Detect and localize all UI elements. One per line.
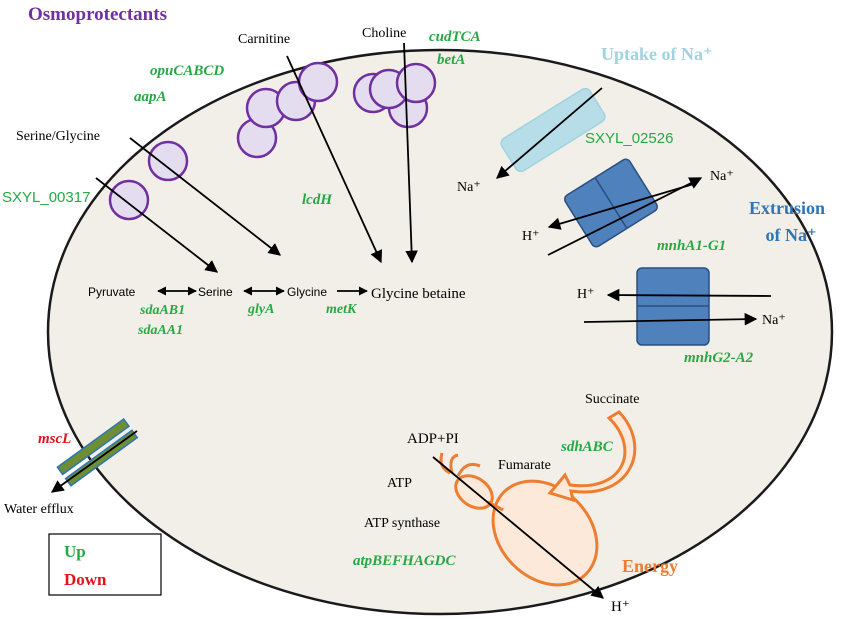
glycine-betaine-label: Glycine betaine <box>371 286 466 302</box>
succinate-label: Succinate <box>585 392 639 407</box>
h-antiporter1-label: H⁺ <box>522 229 540 244</box>
atp-label: ATP <box>387 476 412 491</box>
serine-label: Serine <box>198 285 233 299</box>
choline-label: Choline <box>362 26 406 41</box>
water-efflux-label: Water efflux <box>4 502 74 517</box>
fumarate-label: Fumarate <box>498 458 551 473</box>
legend-up: Up <box>64 542 86 561</box>
gene-sxyl-02526: SXYL_02526 <box>585 130 673 147</box>
carnitine-label: Carnitine <box>238 32 290 47</box>
extrusion-header-line1: Extrusion <box>749 198 825 218</box>
gene-sdaaa1: sdaAA1 <box>137 323 183 338</box>
gene-mnha1-g1: mnhA1-G1 <box>657 238 726 254</box>
na-antiporter2-label: Na⁺ <box>762 313 786 328</box>
succinate-arrow-icon <box>547 410 637 503</box>
gene-sdhabc: sdhABC <box>560 439 614 455</box>
gene-mscl: mscL <box>38 431 71 447</box>
legend-down: Down <box>64 570 107 589</box>
uptake-header: Uptake of Na⁺ <box>601 44 713 64</box>
extrusion-header-line2: of Na⁺ <box>766 225 817 245</box>
serine-glycine-label: Serine/Glycine <box>16 129 100 144</box>
arrow-icon <box>50 42 772 599</box>
atp-synthase-label: ATP synthase <box>364 516 440 531</box>
gene-atpbefhagdc: atpBEFHAGDC <box>353 553 457 569</box>
h-antiporter2-label: H⁺ <box>577 287 595 302</box>
gene-beta: betA <box>437 52 465 68</box>
na-uptake-label: Na⁺ <box>457 180 481 195</box>
gene-mnhg2-a2: mnhG2-A2 <box>684 350 754 366</box>
h-energy-label: H⁺ <box>611 599 630 615</box>
glycine-label: Glycine <box>287 285 327 299</box>
gene-sxyl-00317: SXYL_00317 <box>2 189 90 206</box>
gene-metk: metK <box>326 302 358 317</box>
gene-lcdh: lcdH <box>302 192 333 208</box>
gene-aapa: aapA <box>134 89 167 105</box>
osmoprotectant-transporter-icon <box>108 61 437 221</box>
gene-opucabcd: opuCABCD <box>150 63 224 79</box>
antiporter-icon <box>564 158 710 346</box>
gene-glya: glyA <box>247 302 274 317</box>
gene-sdaab1: sdaAB1 <box>139 303 185 318</box>
pyruvate-label: Pyruvate <box>88 285 136 299</box>
osmoprotectants-header: Osmoprotectants <box>28 4 167 25</box>
gene-cudtca: cudTCA <box>429 29 481 45</box>
na-antiporter1-label: Na⁺ <box>710 169 734 184</box>
energy-header: Energy <box>622 556 678 576</box>
legend: Up Down <box>48 533 162 596</box>
adp-pi-label: ADP+PI <box>407 431 459 447</box>
